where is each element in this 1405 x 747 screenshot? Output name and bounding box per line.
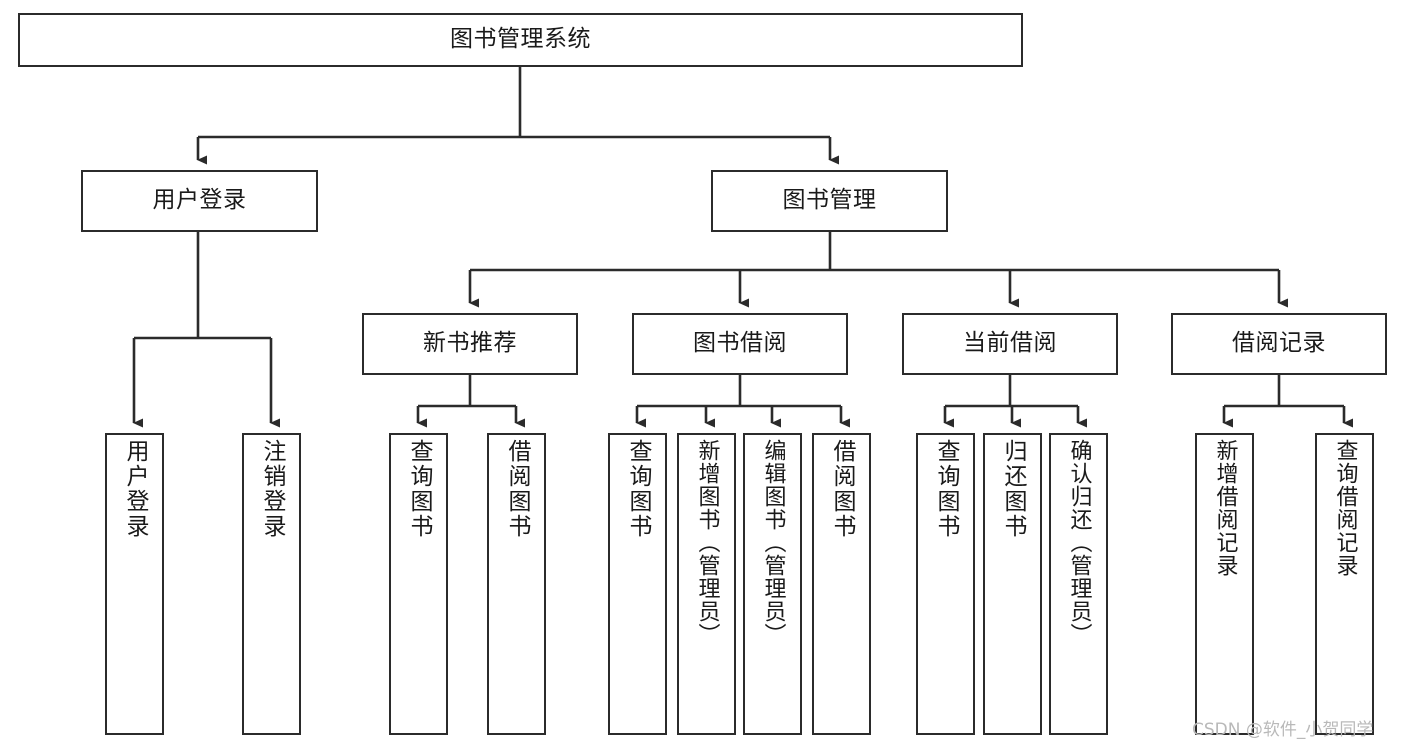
node-label: 新书推荐 [423,330,517,357]
leaf-borrow-record-query[interactable]: 查询借阅记录 [1315,433,1374,735]
leaf-current-borrow-query[interactable]: 查询图书 [916,433,975,735]
node-label: 借阅图书 [504,439,530,539]
leaf-book-borrow-query[interactable]: 查询图书 [608,433,667,735]
node-label: 归还图书 [1000,439,1026,539]
node-label: 图书借阅 [693,330,787,357]
node-label: 用户登录 [122,439,148,539]
leaf-user-login-login[interactable]: 用户登录 [105,433,164,735]
watermark-text: CSDN @软件_小贺同学 [1192,720,1374,740]
leaf-book-borrow-borrow[interactable]: 借阅图书 [812,433,871,735]
node-label: 查询图书 [933,439,959,539]
leaf-current-borrow-return[interactable]: 归还图书 [983,433,1042,735]
leaf-user-login-logout[interactable]: 注销登录 [242,433,301,735]
node-current-borrow[interactable]: 当前借阅 [902,313,1118,375]
leaf-current-borrow-confirm[interactable]: 确认归还（管理员） [1049,433,1108,735]
node-label: 借阅图书 [829,439,855,539]
node-label: 查询图书 [406,439,432,539]
node-label: 新增借阅记录 [1212,439,1238,577]
node-label: 用户登录 [152,187,247,214]
leaf-book-borrow-edit[interactable]: 编辑图书（管理员） [743,433,802,735]
node-label: 编辑图书（管理员） [760,439,786,646]
node-label: 图书管理系统 [450,26,591,53]
node-root-system[interactable]: 图书管理系统 [18,13,1023,67]
node-label: 借阅记录 [1232,330,1326,357]
node-user-login[interactable]: 用户登录 [81,170,318,232]
leaf-new-book-query[interactable]: 查询图书 [389,433,448,735]
node-book-borrow[interactable]: 图书借阅 [632,313,848,375]
leaf-borrow-record-add[interactable]: 新增借阅记录 [1195,433,1254,735]
node-label: 查询图书 [625,439,651,539]
leaf-new-book-borrow[interactable]: 借阅图书 [487,433,546,735]
node-borrow-record[interactable]: 借阅记录 [1171,313,1387,375]
node-label: 查询借阅记录 [1332,439,1358,577]
node-new-book-recommend[interactable]: 新书推荐 [362,313,578,375]
node-label: 图书管理 [782,187,877,214]
node-book-management[interactable]: 图书管理 [711,170,948,232]
node-label: 新增图书（管理员） [694,439,720,646]
node-label: 当前借阅 [963,330,1057,357]
node-label: 确认归还（管理员） [1066,439,1092,646]
node-label: 注销登录 [259,439,285,539]
leaf-book-borrow-add[interactable]: 新增图书（管理员） [677,433,736,735]
